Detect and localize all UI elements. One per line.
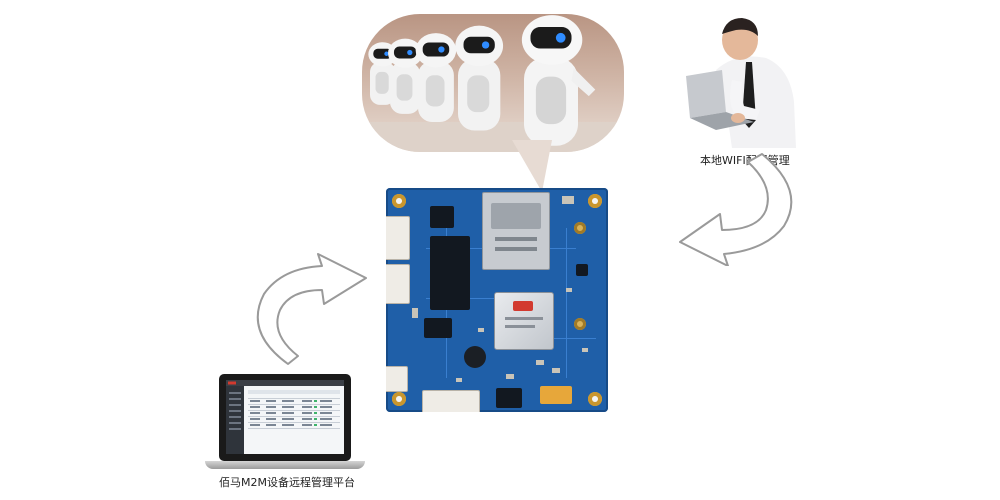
- laptop-display: [226, 380, 344, 454]
- businessman-with-laptop-icon: [686, 18, 796, 148]
- chip: [430, 236, 470, 310]
- laptop-base: [205, 461, 365, 469]
- m2m-platform-label: 佰马M2M设备远程管理平台: [219, 476, 355, 489]
- mount-hole: [588, 194, 602, 208]
- sim-card-holder: [482, 192, 550, 270]
- robot-3: [415, 33, 457, 123]
- connector: [386, 264, 410, 304]
- speech-bubble: [362, 14, 624, 152]
- antenna-connector: [574, 222, 586, 234]
- inductor: [464, 346, 486, 368]
- curved-arrow-right-icon: [256, 253, 367, 365]
- chip: [430, 206, 454, 228]
- robot-4: [388, 38, 423, 114]
- communication-module: [494, 292, 554, 350]
- connector: [422, 390, 480, 412]
- dashboard-mockup: [226, 380, 344, 454]
- chip: [496, 388, 522, 408]
- bubble-tail: [512, 140, 552, 192]
- chip: [576, 264, 588, 276]
- robot-1: [521, 15, 596, 146]
- mount-hole: [392, 392, 406, 406]
- curved-arrow-left-icon: [679, 153, 793, 266]
- capacitor: [540, 386, 572, 404]
- mount-hole: [588, 392, 602, 406]
- robot-2: [455, 25, 504, 131]
- circuit-board-icon: [386, 188, 608, 412]
- robot-group-icon: [362, 15, 624, 152]
- antenna-connector: [574, 318, 586, 330]
- chip: [424, 318, 452, 338]
- connector: [386, 216, 410, 260]
- mount-hole: [392, 194, 406, 208]
- connector: [386, 366, 408, 392]
